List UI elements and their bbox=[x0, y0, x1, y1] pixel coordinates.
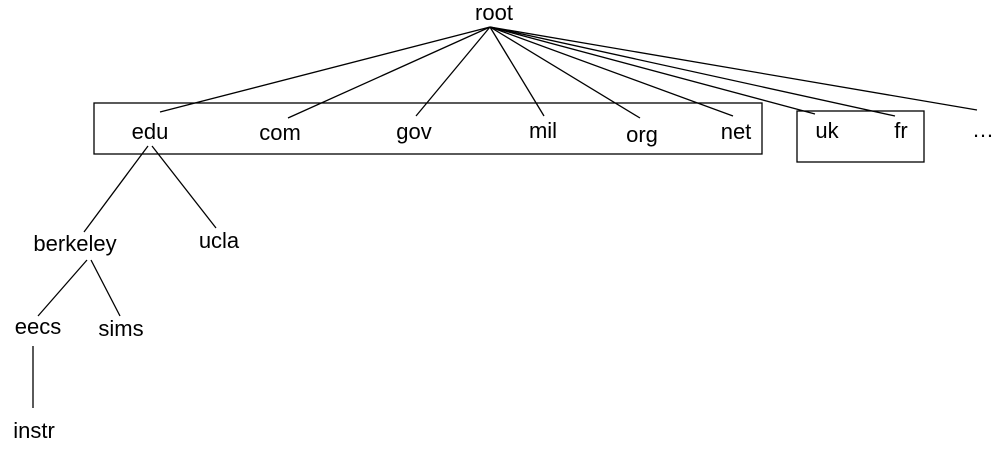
node-more-ellipsis: … bbox=[972, 117, 994, 142]
root-edges bbox=[159, 26, 978, 119]
node-eecs: eecs bbox=[15, 314, 61, 339]
node-uk: uk bbox=[815, 118, 839, 143]
node-gov: gov bbox=[396, 119, 431, 144]
edge-berkeley-sims bbox=[90, 259, 121, 317]
edge-root-gov bbox=[415, 26, 491, 117]
node-berkeley: berkeley bbox=[33, 231, 116, 256]
node-root: root bbox=[475, 0, 513, 25]
node-fr: fr bbox=[894, 118, 907, 143]
edge-root-edu bbox=[159, 26, 491, 113]
edge-root-mil bbox=[489, 26, 545, 117]
node-edu: edu bbox=[132, 119, 169, 144]
generic-tld-box bbox=[93, 102, 763, 155]
node-com: com bbox=[259, 120, 301, 145]
subtree-edges bbox=[32, 145, 217, 408]
edge-root-org bbox=[489, 26, 641, 119]
edge-root-net bbox=[489, 26, 734, 117]
edge-edu-ucla bbox=[151, 145, 217, 229]
edge-root-com bbox=[287, 26, 491, 119]
edge-berkeley-eecs bbox=[37, 259, 88, 317]
edge-root-uk bbox=[489, 26, 816, 115]
edge-root-fr bbox=[489, 26, 896, 117]
node-org: org bbox=[626, 122, 658, 147]
node-instr: instr bbox=[13, 418, 55, 443]
node-net: net bbox=[721, 119, 752, 144]
node-ucla: ucla bbox=[199, 228, 240, 253]
country-tld-box bbox=[796, 110, 925, 163]
node-mil: mil bbox=[529, 118, 557, 143]
edge-edu-berkeley bbox=[83, 145, 149, 233]
edge-root-more bbox=[489, 26, 978, 111]
node-sims: sims bbox=[98, 316, 143, 341]
